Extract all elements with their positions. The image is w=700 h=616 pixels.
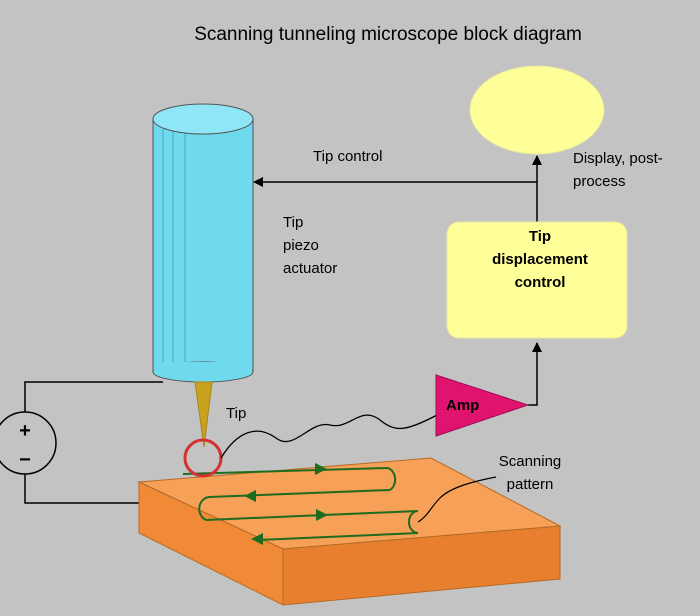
tunneling-region-circle xyxy=(183,438,223,478)
tip-label: Tip xyxy=(226,405,246,422)
battery-minus: − xyxy=(19,449,31,471)
tdc-label-line2: displacement xyxy=(492,251,588,268)
piezo-label-line3: actuator xyxy=(283,260,337,277)
tip-displacement-control-box xyxy=(446,221,628,339)
tdc-label-line1: Tip xyxy=(529,228,551,245)
display-label-line2: process xyxy=(573,173,626,190)
piezo-label-line1: Tip xyxy=(283,214,303,231)
battery-plus: + xyxy=(19,420,31,442)
circuit-wire-top xyxy=(24,381,163,412)
sample-block xyxy=(137,457,562,606)
amp-to-control-arrow xyxy=(528,342,542,406)
tip-control-label: Tip control xyxy=(313,148,382,165)
diagram-title: Scanning tunneling microscope block diag… xyxy=(194,24,582,45)
tdc-label-line3: control xyxy=(515,274,566,291)
piezo-label-line2: piezo xyxy=(283,237,319,254)
scan-direction-arrows xyxy=(244,463,328,545)
scanning-pattern xyxy=(182,467,419,541)
piezo-cylinder xyxy=(152,103,254,383)
scanning-label-line1: Scanning xyxy=(499,453,562,470)
scanning-label-line2: pattern xyxy=(507,476,554,493)
scanning-leader-line xyxy=(417,476,497,523)
display-ellipse xyxy=(469,65,605,155)
signal-wire xyxy=(220,414,438,459)
amp-label: Amp xyxy=(446,397,479,414)
stm-tip xyxy=(194,381,213,448)
display-label-line1: Display, post- xyxy=(573,150,663,167)
battery-symbol xyxy=(0,411,57,475)
circuit-wire-bottom xyxy=(24,474,140,504)
amplifier xyxy=(435,374,530,437)
